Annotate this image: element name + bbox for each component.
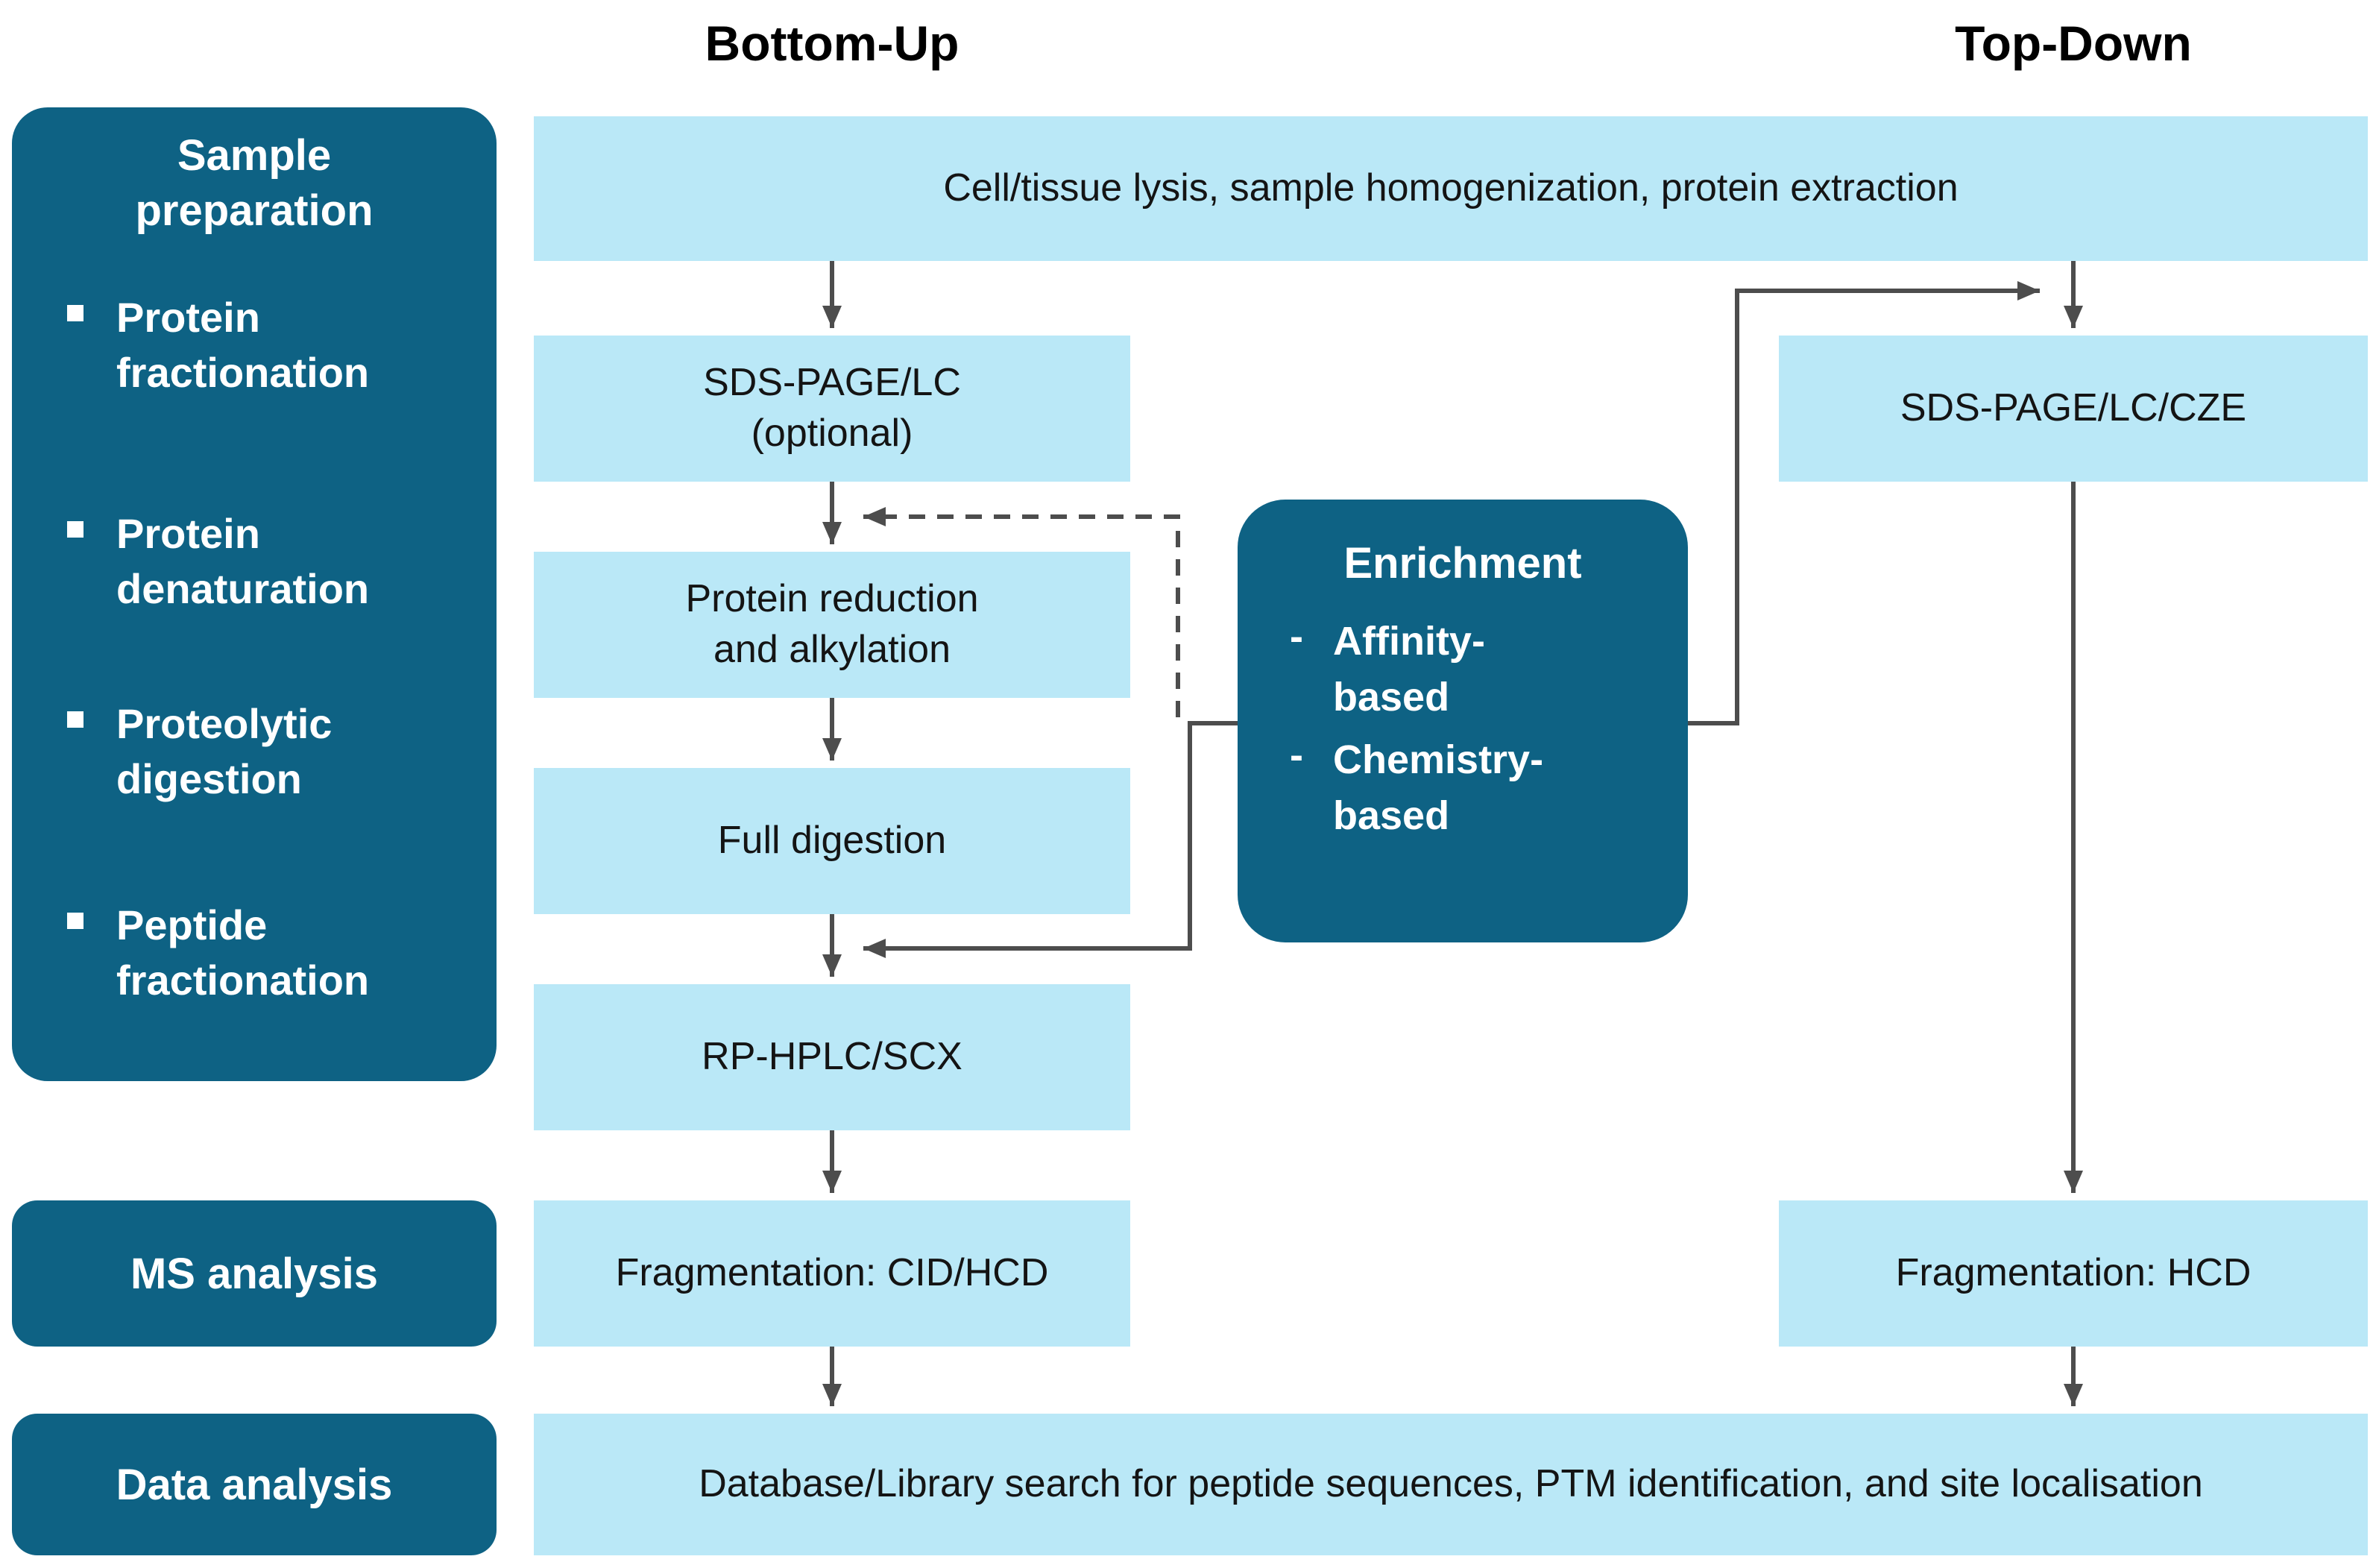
node-protein-reduction-alkylation: Protein reduction and alkylation (534, 552, 1130, 698)
dash-bullet: - (1290, 733, 1303, 778)
enrichment-title: Enrichment (1343, 539, 1582, 588)
sidebar-sample-preparation: Sample preparation Protein fractionation… (12, 107, 497, 1081)
sidebar-item-label: Protein denaturation (116, 510, 370, 613)
sample-preparation-heading: Sample preparation (135, 131, 374, 236)
sidebar-item-protein-fractionation: Protein fractionation (67, 290, 369, 401)
sidebar-item-proteolytic-digestion: Proteolytic digestion (67, 696, 332, 807)
bullet-square-icon (67, 711, 83, 728)
enrichment-item-chemistry: - Chemistry- based (1290, 732, 1688, 843)
enrichment-item-label: Affinity- based (1333, 619, 1485, 720)
enrichment-list: - Affinity- based - Chemistry- based (1290, 614, 1688, 843)
sidebar-item-peptide-fractionation: Peptide fractionation (67, 898, 369, 1009)
bullet-square-icon (67, 521, 83, 538)
sidebar-item-label: Peptide fractionation (116, 901, 370, 1004)
node-sds-page-lc-optional: SDS-PAGE/LC (optional) (534, 336, 1130, 482)
node-fragmentation-cid-hcd: Fragmentation: CID/HCD (534, 1200, 1130, 1347)
node-fragmentation-hcd: Fragmentation: HCD (1779, 1200, 2368, 1347)
enrichment-item-affinity: - Affinity- based (1290, 614, 1688, 725)
node-sds-page-lc-cze: SDS-PAGE/LC/CZE (1779, 336, 2368, 482)
column-title-bottom-up: Bottom-Up (705, 16, 960, 71)
sidebar-item-protein-denaturation: Protein denaturation (67, 506, 369, 617)
bullet-square-icon (67, 913, 83, 929)
sidebar-ms-analysis: MS analysis (12, 1200, 497, 1347)
enrichment-item-label: Chemistry- based (1333, 737, 1544, 838)
sidebar-item-label: Protein fractionation (116, 294, 370, 397)
sidebar-item-label: Proteolytic digestion (116, 700, 333, 803)
sidebar-data-analysis: Data analysis (12, 1414, 497, 1555)
node-lysis-homogenization-extraction: Cell/tissue lysis, sample homogenization… (534, 116, 2368, 261)
node-enrichment: Enrichment - Affinity- based - Chemistry… (1238, 500, 1688, 942)
node-full-digestion: Full digestion (534, 768, 1130, 914)
bullet-square-icon (67, 305, 83, 321)
node-rp-hplc-scx: RP-HPLC/SCX (534, 984, 1130, 1130)
node-database-library-search: Database/Library search for peptide sequ… (534, 1414, 2368, 1555)
dash-bullet: - (1290, 614, 1303, 659)
column-title-top-down: Top-Down (1955, 16, 2192, 71)
